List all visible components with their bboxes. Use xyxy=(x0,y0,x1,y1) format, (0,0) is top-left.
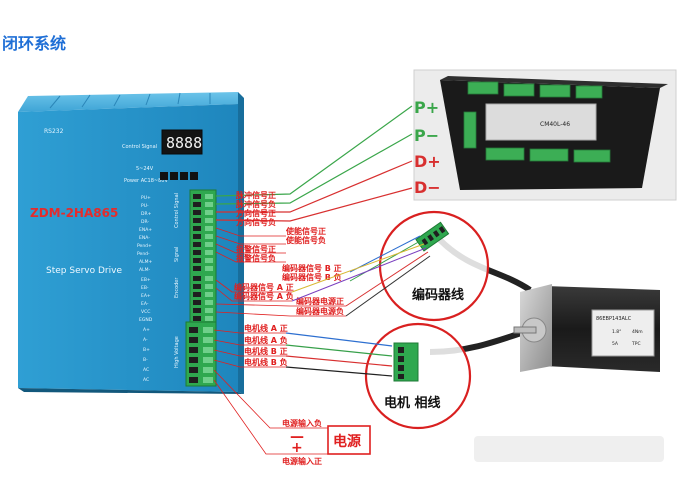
label-dir-neg: 方向信号负 xyxy=(236,217,276,227)
section-encoder-label: Encoder xyxy=(174,277,180,298)
pin-label: B+ xyxy=(143,347,150,353)
motor-spec: TPC xyxy=(631,341,641,347)
driver-model: ZDM-2HA865 xyxy=(30,206,118,220)
section-control-label: Control Signal xyxy=(174,193,180,228)
phase-wires xyxy=(285,332,393,377)
label-motor-b-neg: 电机线 B 负 xyxy=(244,357,288,367)
label-enc-a-pos: 编码器信号 A 正 xyxy=(234,282,294,292)
pin-label: AC xyxy=(143,367,149,373)
label-p-plus: P+ xyxy=(414,98,439,117)
label-d-minus: D− xyxy=(414,178,441,197)
pin-label: A+ xyxy=(143,327,150,333)
page-title: 闭环系统 xyxy=(2,34,67,53)
stepper-motor: 86EBP143ALC 1.8° 4Nm 5A TPC xyxy=(429,237,660,372)
pin-label: AC xyxy=(143,377,149,383)
label-pulse-pos: 脉冲信号正 xyxy=(235,190,276,200)
plus-sign: + xyxy=(291,440,303,456)
label-ena-neg: 使能信号负 xyxy=(285,235,326,245)
pin-label: ALM+ xyxy=(139,259,152,265)
motor-spec: 5A xyxy=(612,341,619,347)
pin-label: ENA- xyxy=(139,235,150,241)
label-motor-a-pos: 电机线 A 正 xyxy=(244,323,288,333)
driver-name: Step Servo Drive xyxy=(46,266,122,276)
pin-label: PU+ xyxy=(141,195,151,201)
encoder-callout: 编码器线 xyxy=(378,210,490,322)
power-supply: 电源输入负 — + 电源输入正 电源 xyxy=(282,418,371,466)
encoder-line-label: 编码器线 xyxy=(412,287,464,303)
label-motor-a-neg: 电机线 A 负 xyxy=(244,335,288,345)
pin-label: ALM- xyxy=(139,267,150,273)
rs232-label: RS232 xyxy=(44,128,64,135)
pin-label: ENA+ xyxy=(139,227,152,233)
section-signal-label: Signal xyxy=(174,247,180,262)
watermark xyxy=(474,436,664,462)
label-motor-b-pos: 电机线 B 正 xyxy=(244,346,288,356)
label-d-plus: D+ xyxy=(414,152,441,171)
label-enc-pwr-neg: 编码器电源负 xyxy=(296,306,344,316)
motor-phase-label: 电机 相线 xyxy=(384,395,441,411)
servo-driver: RS232 Control Signal 8888 5~24V Power AC… xyxy=(18,92,244,394)
label-alm-pos: 报警信号正 xyxy=(236,244,276,254)
driver-buttons xyxy=(160,172,198,180)
pin-label: EA- xyxy=(141,301,149,307)
controller-model: CM40L-46 xyxy=(540,121,570,128)
cooling-fins xyxy=(49,92,211,109)
power-terminal-block xyxy=(185,321,217,387)
pin-label: PU- xyxy=(141,203,149,209)
label-leaders xyxy=(213,227,346,455)
voltage-dc-label: 5~24V xyxy=(136,166,154,172)
label-alm-neg: 报警信号负 xyxy=(236,253,276,263)
pin-label: EGND xyxy=(139,317,153,323)
pin-labels: PU+ PU- DR+ DR- ENA+ ENA- Pend+ Pend- AL… xyxy=(137,195,153,383)
control-signal-label: Control Signal xyxy=(122,144,157,150)
label-enc-pwr-pos: 编码器电源正 xyxy=(296,296,344,306)
signal-terminal-block xyxy=(189,189,217,323)
pin-label: EA+ xyxy=(141,293,151,299)
label-ena-pos: 使能信号正 xyxy=(285,226,326,236)
motor-model-label: 86EBP143ALC xyxy=(596,316,632,322)
label-dir-pos: 方向信号正 xyxy=(236,208,276,218)
pin-label: DR- xyxy=(141,219,149,225)
signal-label-group: 脉冲信号正 脉冲信号负 方向信号正 方向信号负 使能信号正 使能信号负 报警信号… xyxy=(234,190,344,367)
label-supply-neg: 电源输入负 xyxy=(282,418,322,428)
motor-phase-callout: 电机 相线 xyxy=(364,322,472,430)
power-box-label: 电源 xyxy=(333,433,361,450)
label-enc-b-neg: 编码器信号 B 负 xyxy=(282,272,342,282)
pin-label: A- xyxy=(143,337,148,343)
motor-spec: 4Nm xyxy=(632,329,643,335)
label-supply-pos: 电源输入正 xyxy=(282,456,322,466)
led-display: 8888 xyxy=(161,129,203,155)
pin-label: VCC xyxy=(141,309,150,315)
pin-label: EB- xyxy=(141,285,149,291)
label-enc-a-neg: 编码器信号 A 负 xyxy=(234,291,294,301)
label-pulse-neg: 脉冲信号负 xyxy=(235,199,276,209)
encoder-wires xyxy=(291,235,431,317)
minus-sign: — xyxy=(290,429,304,445)
label-enc-b-pos: 编码器信号 B 正 xyxy=(282,263,342,273)
controller-board: CM40L-46 xyxy=(413,69,677,201)
pin-label: B- xyxy=(143,357,148,363)
pin-label: DR+ xyxy=(141,211,152,217)
motor-spec: 1.8° xyxy=(612,329,621,335)
section-power-label: High Voltage xyxy=(174,336,180,368)
pin-label: EB+ xyxy=(141,277,151,283)
label-p-minus: P− xyxy=(414,126,439,145)
power-label: Power AC18~80V xyxy=(124,178,168,184)
control-wires xyxy=(215,105,413,222)
pin-label: Pend+ xyxy=(137,243,152,249)
led-digits: 8888 xyxy=(166,134,202,152)
pin-label: Pend- xyxy=(137,251,150,257)
